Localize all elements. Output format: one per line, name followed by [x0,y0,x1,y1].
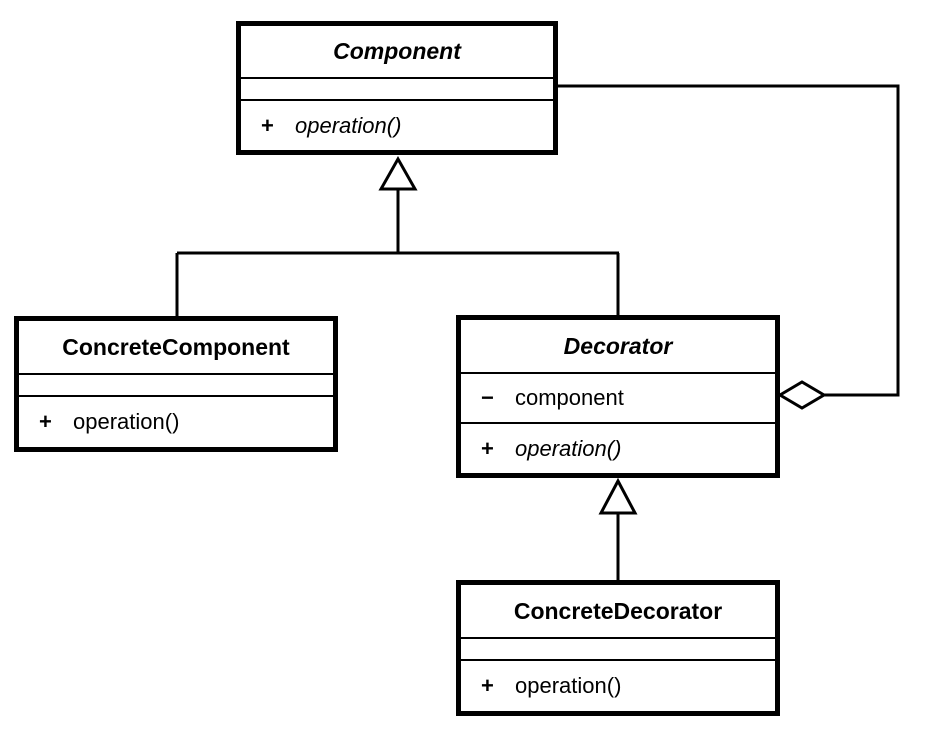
visibility-marker: + [261,112,274,138]
class-attributes-compartment [241,77,553,99]
visibility-marker: + [481,673,494,698]
hollow-triangle-icon [598,477,638,515]
class-operations-compartment: + operation() [461,422,775,473]
class-attributes-compartment [461,637,775,659]
operation-name: operation() [515,673,622,698]
class-operations-compartment: + operation() [241,99,553,150]
class-box-concretedecorator[interactable]: ConcreteDecorator + operation() [456,580,780,716]
operation-row: + operation() [241,113,401,139]
class-title-compartment: Decorator [461,320,775,372]
class-name-decorator: Decorator [563,332,673,359]
class-name-concretedecorator: ConcreteDecorator [513,597,723,624]
class-title-compartment: Component [241,26,553,77]
operation-name: operation() [515,435,622,461]
class-name-concretecomponent: ConcreteComponent [62,333,290,360]
class-operations-compartment: + operation() [19,395,333,447]
hollow-triangle-icon [378,155,418,191]
generalization-connector-concretedecorator-decorator [598,477,638,582]
visibility-marker: + [481,435,494,461]
class-box-component[interactable]: Component + operation() [236,21,558,155]
visibility-marker: + [39,409,52,434]
generalization-connector-tree-component [175,155,620,318]
class-box-concretecomponent[interactable]: ConcreteComponent + operation() [14,316,338,452]
operation-row: + operation() [461,436,621,462]
operation-row: + operation() [19,409,179,435]
class-attributes-compartment [19,373,333,395]
attribute-row: − component [461,385,624,411]
class-operations-compartment: + operation() [461,659,775,711]
operation-name: operation() [295,112,402,138]
visibility-marker: − [481,385,494,410]
hollow-diamond-icon [777,380,827,410]
class-name-component: Component [333,38,461,64]
attribute-name: component [515,385,624,410]
class-title-compartment: ConcreteComponent [19,321,333,373]
operation-row: + operation() [461,673,621,699]
class-box-decorator[interactable]: Decorator − component + operation() [456,315,780,478]
operation-name: operation() [73,409,180,434]
class-title-compartment: ConcreteDecorator [461,585,775,637]
class-attributes-compartment: − component [461,372,775,422]
